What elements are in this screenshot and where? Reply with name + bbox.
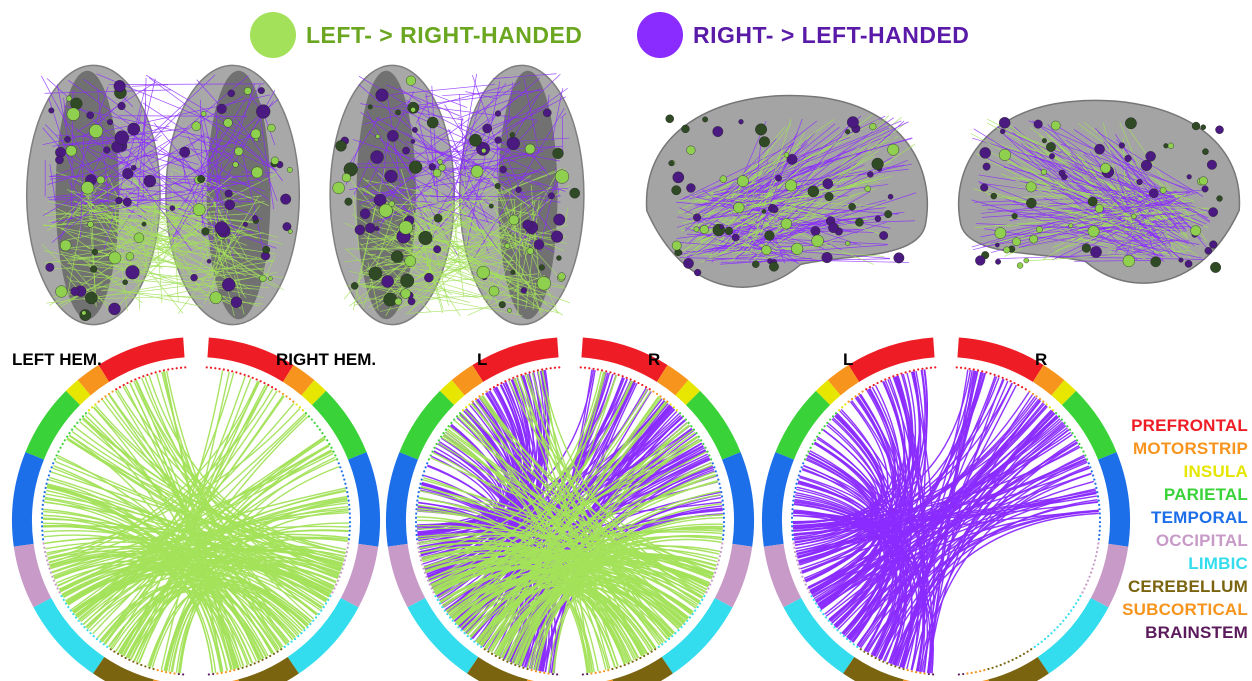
brain-view-sagittal-right [959, 100, 1240, 283]
region-label-motorstrip: MOTORSTRIP [1108, 437, 1248, 460]
brain-view-dorsal-2 [330, 65, 584, 324]
region-label-temporal: TEMPORAL [1108, 506, 1248, 529]
chord-diagram-combined [386, 337, 754, 681]
region-label-cerebellum: CEREBELLUM [1108, 575, 1248, 598]
brain-view-sagittal-left [647, 96, 928, 288]
region-label-occipital: OCCIPITAL [1108, 529, 1248, 552]
region-legend: PREFRONTALMOTORSTRIPINSULAPARIETALTEMPOR… [1108, 414, 1248, 644]
hem-label-left-1: LEFT HEM. [12, 350, 102, 370]
hem-label-left-3: L [843, 350, 853, 370]
region-label-brainstem: BRAINSTEM [1108, 621, 1248, 644]
region-label-parietal: PARIETAL [1108, 483, 1248, 506]
region-label-subcortical: SUBCORTICAL [1108, 598, 1248, 621]
region-label-limbic: LIMBIC [1108, 552, 1248, 575]
region-label-prefrontal: PREFRONTAL [1108, 414, 1248, 437]
chord-diagram-left-gt-right [12, 337, 380, 681]
hem-label-right-3: R [1035, 350, 1047, 370]
hem-label-right-2: R [648, 350, 660, 370]
brain-view-dorsal-1 [27, 65, 300, 324]
region-label-insula: INSULA [1108, 460, 1248, 483]
hem-label-left-2: L [477, 350, 487, 370]
hem-label-right-1: RIGHT HEM. [276, 350, 376, 370]
chord-diagram-right-gt-left [762, 337, 1130, 681]
